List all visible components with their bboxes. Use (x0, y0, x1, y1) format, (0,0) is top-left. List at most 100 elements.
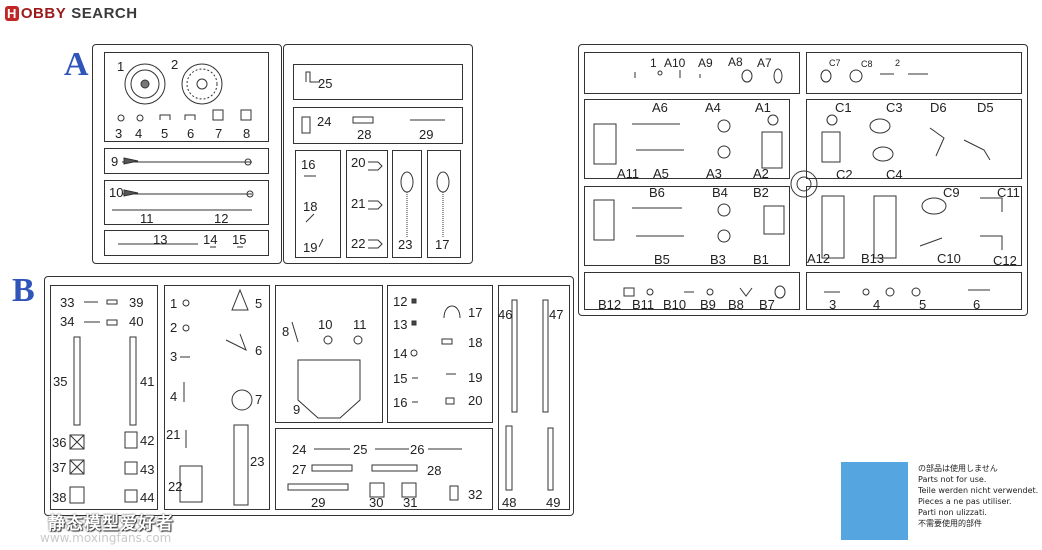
part-label: 25 (318, 76, 333, 91)
part-label: 33 (60, 295, 75, 310)
part-label: 4 (135, 126, 143, 141)
part-label: 20 (351, 155, 366, 170)
part-label: 28 (357, 127, 372, 142)
part-label: 10 (109, 185, 124, 200)
part-label: 39 (129, 295, 144, 310)
part-label: B10 (663, 297, 687, 312)
sprue-a-part23-box (392, 150, 422, 258)
part-label: B5 (654, 252, 670, 267)
part-label: B7 (759, 297, 775, 312)
sprue-b-right-box (498, 285, 570, 510)
part-label: 12 (214, 211, 229, 226)
watermark-url: www.moxingfans.com (40, 531, 172, 545)
sprue-a-part24-box (293, 107, 463, 144)
part-label: C7 (829, 58, 841, 68)
sprue-b-col2-box (164, 285, 270, 510)
part-label: 13 (393, 317, 408, 332)
part-label: 21 (166, 427, 181, 442)
part-label: 32 (468, 487, 483, 502)
part-label: D5 (977, 100, 994, 115)
part-label: 29 (311, 495, 326, 510)
sprue-a-part13-box (104, 230, 269, 256)
part-label: B6 (649, 185, 665, 200)
part-label: 18 (303, 199, 318, 214)
fig-a-row-box (584, 99, 790, 179)
part-label: 3 (829, 297, 837, 312)
part-label: A4 (705, 100, 721, 115)
part-label: A11 (617, 166, 640, 181)
part-label: 25 (353, 442, 368, 457)
sprue-a-part17-box (427, 150, 461, 258)
part-label: A9 (698, 56, 713, 70)
part-label: C4 (886, 167, 903, 182)
part-label: C2 (836, 167, 853, 182)
part-label: 24 (292, 442, 307, 457)
part-label: 15 (393, 371, 408, 386)
part-label: B8 (728, 297, 744, 312)
part-label: 19 (468, 370, 483, 385)
part-label: 4 (873, 297, 881, 312)
part-label: 40 (129, 314, 144, 329)
part-label: 10 (318, 317, 333, 332)
part-label: 7 (255, 392, 263, 407)
sprue-b-letter: B (12, 272, 35, 309)
part-label: 17 (435, 237, 450, 252)
part-label: 5 (919, 297, 927, 312)
part-label: A8 (728, 55, 743, 69)
part-label: A2 (753, 166, 769, 181)
sprue-a-part25-box (293, 64, 463, 100)
unused-parts-legend: の部品は使用しません Parts not for use. Teile werd… (918, 464, 1039, 528)
part-label: 1 (170, 296, 178, 311)
sprue-a-part9-box (104, 148, 269, 174)
part-label: 24 (317, 114, 332, 129)
part-label: 15 (232, 232, 247, 247)
part-label: B1 (753, 252, 769, 267)
part-label: C11 (997, 185, 1020, 200)
part-label: 47 (549, 307, 564, 322)
part-label: A5 (653, 166, 669, 181)
part-label: 49 (546, 495, 561, 510)
wheel-part-2 (181, 63, 223, 105)
part-label: B3 (710, 252, 726, 267)
part-label: 2 (171, 57, 179, 72)
part-label: 1 (650, 56, 657, 70)
part-label: 31 (403, 495, 418, 510)
part-label: 5 (161, 126, 169, 141)
part-label: C3 (886, 100, 903, 115)
unused-parts-swatch (841, 462, 908, 540)
part-label: 5 (255, 296, 263, 311)
figure-sprue-outer (578, 44, 1028, 316)
sprue-a-outer-right (283, 44, 473, 264)
part-label: D6 (930, 100, 947, 115)
sprue-b-outer (44, 276, 574, 516)
part-label: 34 (60, 314, 75, 329)
fig-bottom-left-box (584, 272, 800, 310)
part-label: 18 (468, 335, 483, 350)
part-label: 35 (53, 374, 68, 389)
part-label: A6 (652, 100, 668, 115)
part-label: 4 (170, 389, 178, 404)
part-label: 14 (393, 346, 408, 361)
fig-b-row-box (584, 186, 790, 266)
part-label: 30 (369, 495, 384, 510)
part-label: 6 (255, 343, 263, 358)
sprue-a-part20-box (346, 150, 388, 258)
part-label: 27 (292, 462, 307, 477)
part-label: C8 (861, 59, 873, 69)
part-label: 16 (393, 395, 408, 410)
part-label: C10 (937, 251, 961, 266)
part-label: B4 (712, 185, 728, 200)
part-label: 7 (215, 126, 223, 141)
part-label: 12 (393, 294, 408, 309)
part-label: 36 (52, 435, 67, 450)
part-label: A3 (706, 166, 722, 181)
part-label: 26 (410, 442, 425, 457)
part-label: 3 (170, 349, 178, 364)
part-label: A12 (807, 251, 831, 266)
part-label: A1 (755, 100, 771, 115)
part-label: 46 (498, 307, 513, 322)
sprue-a-letter: A (64, 46, 89, 83)
part-label: 11 (353, 317, 367, 332)
part-label: B13 (861, 251, 885, 266)
